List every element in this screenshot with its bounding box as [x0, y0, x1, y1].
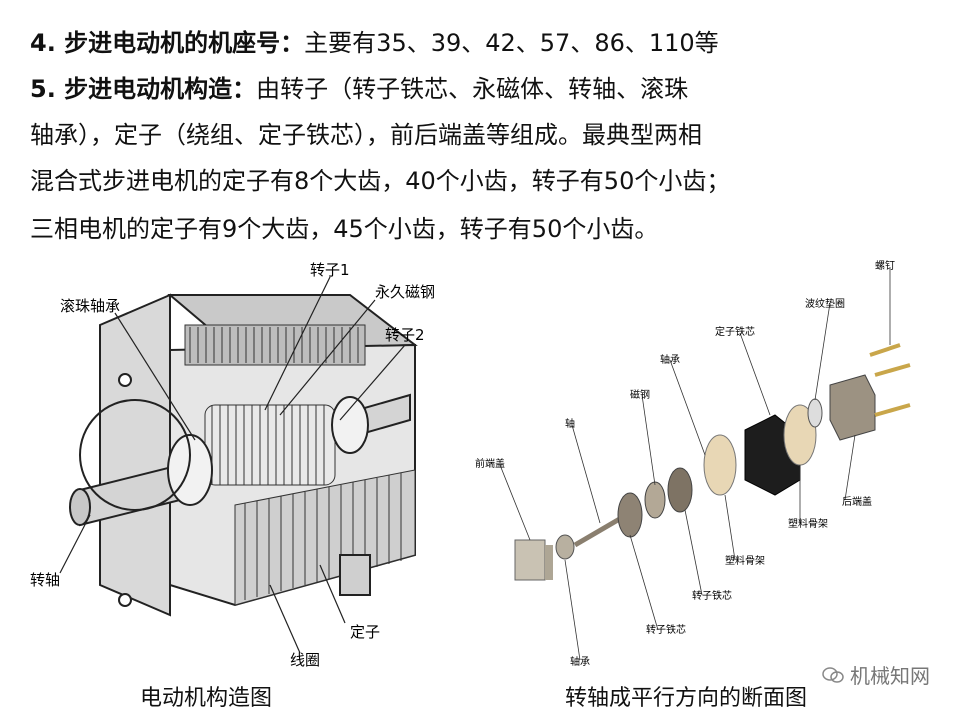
- item5-line3: 混合式步进电机的定子有8个大齿，40个小齿，转子有50个小齿；: [30, 167, 731, 195]
- item5-label: 5. 步进电动机构造：: [30, 75, 257, 103]
- wechat-icon: [822, 666, 844, 683]
- label-stator-core: 定子铁芯: [715, 325, 755, 338]
- motor-construction-diagram: 转子1 永久磁钢 滚珠轴承 转子2 转轴 定子 线圈: [20, 255, 460, 675]
- label-front-cover: 前端盖: [475, 457, 505, 470]
- item5-line4: 三相电机的定子有9个大齿，45个小齿，转子有50个小齿。: [30, 215, 659, 243]
- label-magnet: 永久磁钢: [375, 283, 435, 301]
- item4-line: 4. 步进电动机的机座号：主要有35、39、42、57、86、110等: [30, 28, 719, 58]
- right-caption: 转轴成平行方向的断面图: [565, 686, 808, 711]
- label-coil: 线圈: [290, 651, 320, 669]
- exploded-view-illustration: 螺钉 波纹垫圈 定子铁芯 轴承 磁钢 轴 前端盖 后端盖 塑料骨架 塑料骨架 转…: [475, 260, 911, 668]
- item5-line: 5. 步进电动机构造：由转子（转子铁芯、永磁体、转轴、滚珠: [30, 74, 688, 104]
- motor-cutaway-illustration: 转子1 永久磁钢 滚珠轴承 转子2 转轴 定子 线圈: [30, 261, 435, 669]
- label-bearing: 滚珠轴承: [60, 297, 120, 315]
- item5-line2: 轴承），定子（绕组、定子铁芯），前后端盖等组成。最典型两相: [30, 121, 702, 149]
- label-shaft: 轴: [565, 417, 575, 430]
- label-rotor-core-1: 转子铁芯: [692, 589, 732, 602]
- label-screw: 螺钉: [875, 260, 895, 272]
- label-plastic-frame-1: 塑料骨架: [788, 517, 828, 530]
- label-shaft: 转轴: [30, 571, 60, 589]
- label-stator: 定子: [350, 623, 380, 641]
- label-bearing-top: 轴承: [660, 353, 680, 366]
- label-rear-cover: 后端盖: [842, 495, 872, 508]
- item4-label: 4. 步进电动机的机座号：: [30, 29, 305, 57]
- item5-text1: 由转子（转子铁芯、永磁体、转轴、滚珠: [256, 75, 689, 103]
- item4-text: 主要有35、39、42、57、86、110等: [304, 29, 719, 57]
- label-magnet: 磁钢: [630, 388, 650, 401]
- label-rotor2: 转子2: [385, 326, 425, 344]
- exploded-view-diagram: 螺钉 波纹垫圈 定子铁芯 轴承 磁钢 轴 前端盖 后端盖 塑料骨架 塑料骨架 转…: [470, 255, 940, 675]
- label-wave-washer: 波纹垫圈: [805, 297, 845, 310]
- label-rotor-core-2: 转子铁芯: [646, 623, 686, 636]
- label-plastic-frame-2: 塑料骨架: [725, 554, 765, 567]
- label-bearing-bottom: 轴承: [570, 655, 590, 668]
- watermark: 机械知网: [822, 660, 930, 689]
- watermark-text: 机械知网: [850, 664, 930, 688]
- left-caption: 电动机构造图: [140, 686, 273, 711]
- label-rotor1: 转子1: [310, 261, 350, 279]
